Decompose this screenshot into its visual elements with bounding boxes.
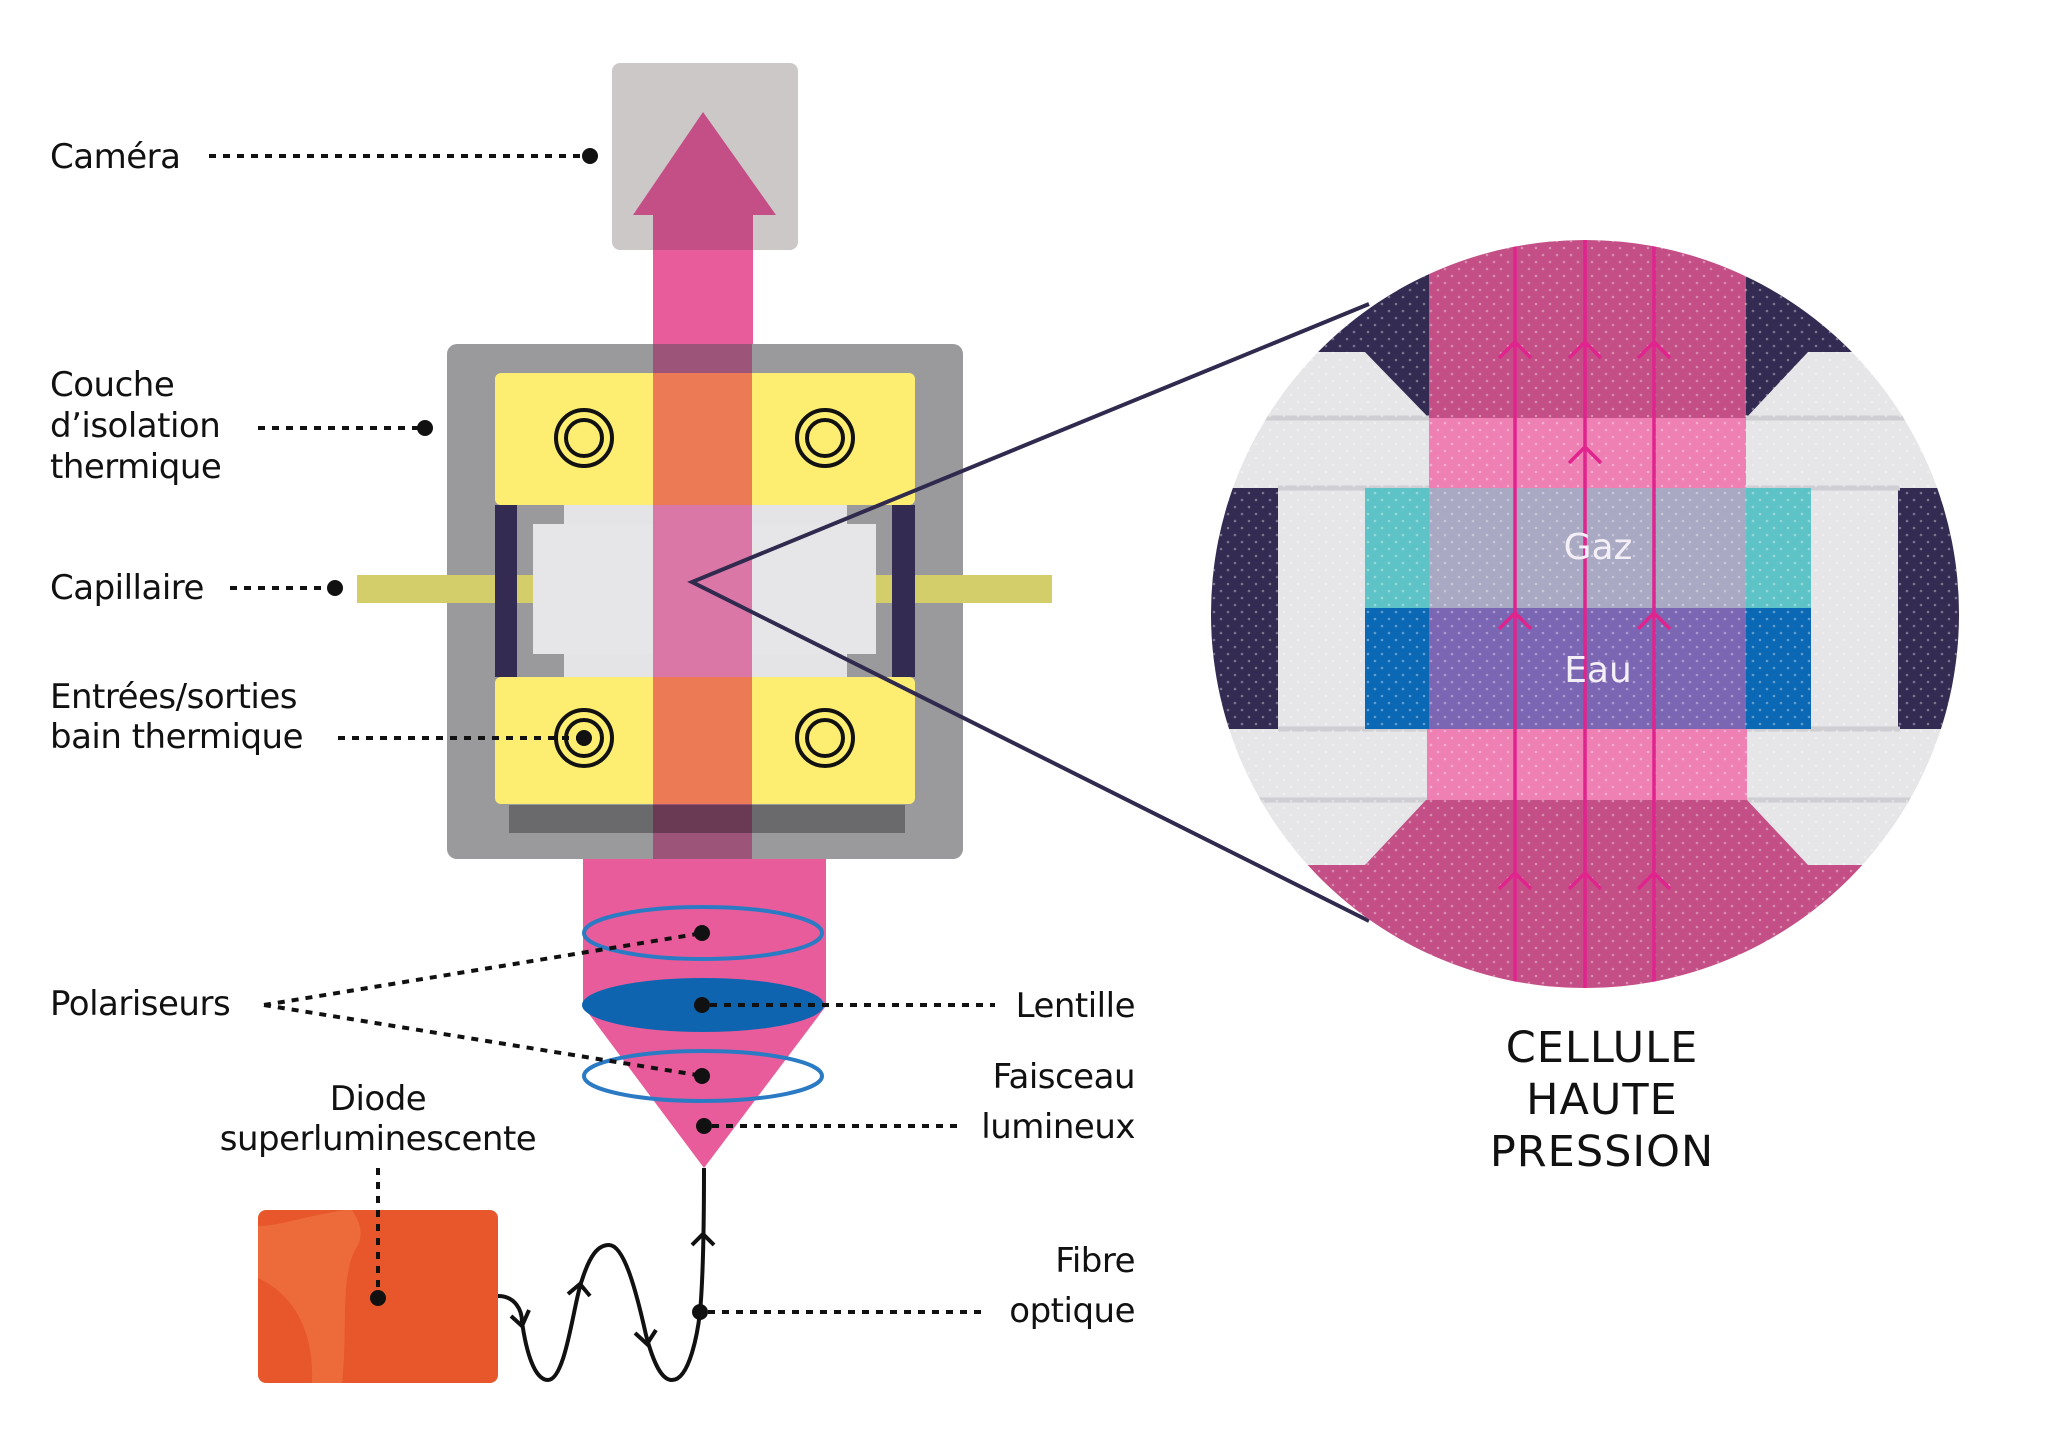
- beam-through-insulation-top: [653, 344, 752, 373]
- clamp-left: [495, 505, 517, 677]
- label-bath-ports-line2: bain thermique: [50, 717, 303, 757]
- label-insulation-line3: thermique: [50, 447, 221, 487]
- optical-fiber: [497, 1167, 716, 1383]
- clamp-right: [892, 505, 915, 677]
- bath-port-bottom-right: [795, 708, 855, 768]
- label-beam-line2: lumineux: [981, 1107, 1135, 1147]
- label-fiber-line2: optique: [1009, 1291, 1135, 1331]
- callout-dot-camera: [582, 148, 598, 164]
- beam-in-camera: [653, 215, 753, 250]
- callout-line-polarizer-top: [263, 932, 698, 1007]
- diode-highlight: [258, 1210, 361, 1383]
- label-bath-ports-line1: Entrées/sorties: [50, 677, 297, 717]
- zoom-pointer: [687, 302, 1370, 923]
- callout-dot-fiber: [692, 1304, 708, 1320]
- zoomed-cell: [1211, 240, 1959, 988]
- bath-port-top-right: [795, 408, 855, 468]
- label-polarizers: Polariseurs: [50, 984, 230, 1024]
- label-camera: Caméra: [50, 137, 180, 177]
- beam-arrow-head: [633, 112, 776, 215]
- polarizer-top: [582, 905, 824, 961]
- callout-dot-capillary: [327, 580, 343, 596]
- label-water: Eau: [1564, 650, 1632, 691]
- label-lens: Lentille: [1016, 986, 1135, 1026]
- label-capillary: Capillaire: [50, 568, 204, 608]
- fiber-arrow-3: [633, 1328, 658, 1348]
- callout-line-polarizer-bottom: [263, 1003, 698, 1077]
- callouts: [209, 148, 995, 1320]
- label-fiber-line1: Fibre: [1055, 1241, 1135, 1281]
- callout-dot-insulation: [417, 420, 433, 436]
- callout-dot-bath-ports: [576, 730, 592, 746]
- bath-port-top-left: [554, 408, 614, 468]
- label-insulation-line1: Couche: [50, 365, 174, 405]
- cell-title-line1: CELLULE: [1506, 1023, 1699, 1073]
- fiber-arrow-4: [690, 1231, 716, 1247]
- label-diode-line1: Diode: [330, 1079, 426, 1119]
- zoom-light-rays: [1497, 240, 1672, 988]
- beam-through-sample: [653, 505, 752, 677]
- polarizer-bottom: [582, 1049, 824, 1103]
- fiber-arrow-2: [566, 1281, 592, 1298]
- beam-through-holder-bottom: [653, 677, 752, 804]
- fiber-path: [497, 1167, 706, 1383]
- label-insulation-line2: d’isolation: [50, 406, 220, 446]
- callout-dot-diode: [370, 1290, 386, 1306]
- fiber-arrow-1: [509, 1309, 531, 1330]
- label-gas: Gaz: [1564, 527, 1633, 568]
- label-diode-line2: superluminescente: [220, 1119, 536, 1159]
- thermal-cell: [357, 344, 1052, 859]
- callout-dot-polarizer-top: [694, 925, 710, 941]
- callout-dot-lens: [694, 997, 710, 1013]
- beam-through-base-dark: [653, 805, 752, 833]
- beam-through-holder-top: [653, 373, 752, 505]
- cell-title-line2: HAUTE: [1526, 1075, 1678, 1125]
- callout-dot-polarizer-bottom: [694, 1068, 710, 1084]
- callout-dot-beam: [696, 1118, 712, 1134]
- cell-title-line3: PRESSION: [1490, 1127, 1714, 1177]
- label-beam-line1: Faisceau: [993, 1057, 1135, 1097]
